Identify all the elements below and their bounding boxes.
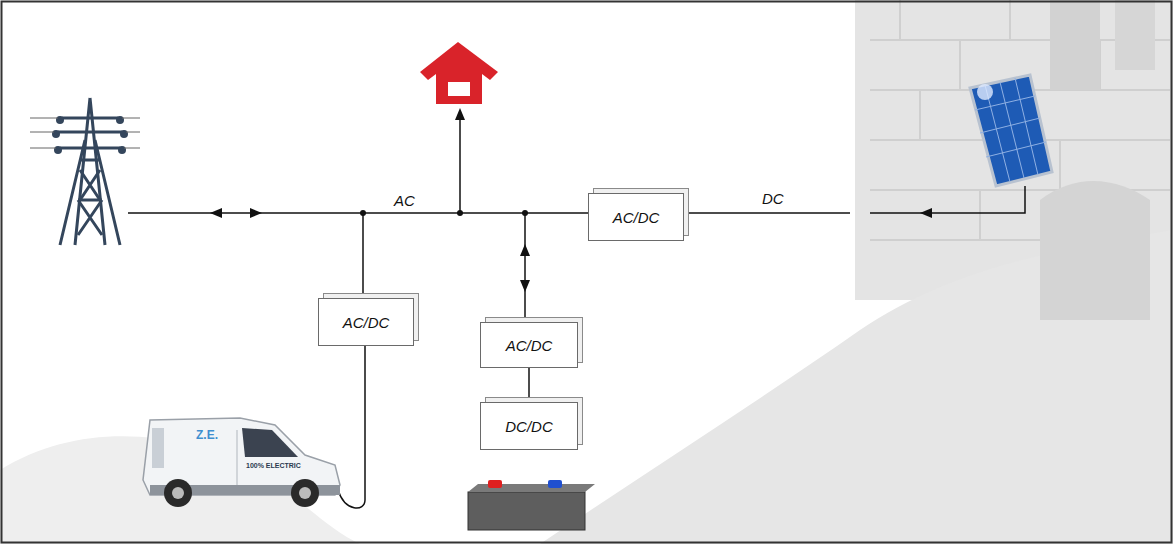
vehicle-marking: Z.E. [196,428,218,442]
converter-box: AC/DC [588,193,684,241]
arch [1040,181,1150,320]
window [1115,0,1155,70]
electric-van [143,418,340,507]
converter-box: AC/DC [480,322,578,368]
solar-panel [970,75,1052,186]
converter-label: AC/DC [506,337,553,354]
power-lines [30,118,140,148]
window [1050,0,1100,90]
converter-label: DC/DC [505,418,553,435]
converter-box: AC/DC [318,298,414,346]
house-icon [420,42,498,104]
pylon-insulators [52,116,128,154]
wiring [128,112,1025,508]
arrowheads [210,108,932,292]
vehicle-marking: 100% ELECTRIC [246,462,301,469]
current-type-label: AC [394,192,415,209]
converter-label: AC/DC [613,209,660,226]
pylon [58,98,122,245]
battery [468,480,595,530]
converter-box: DC/DC [480,402,578,450]
connector [529,368,530,402]
converter-label: AC/DC [343,314,390,331]
current-type-label: DC [762,190,784,207]
